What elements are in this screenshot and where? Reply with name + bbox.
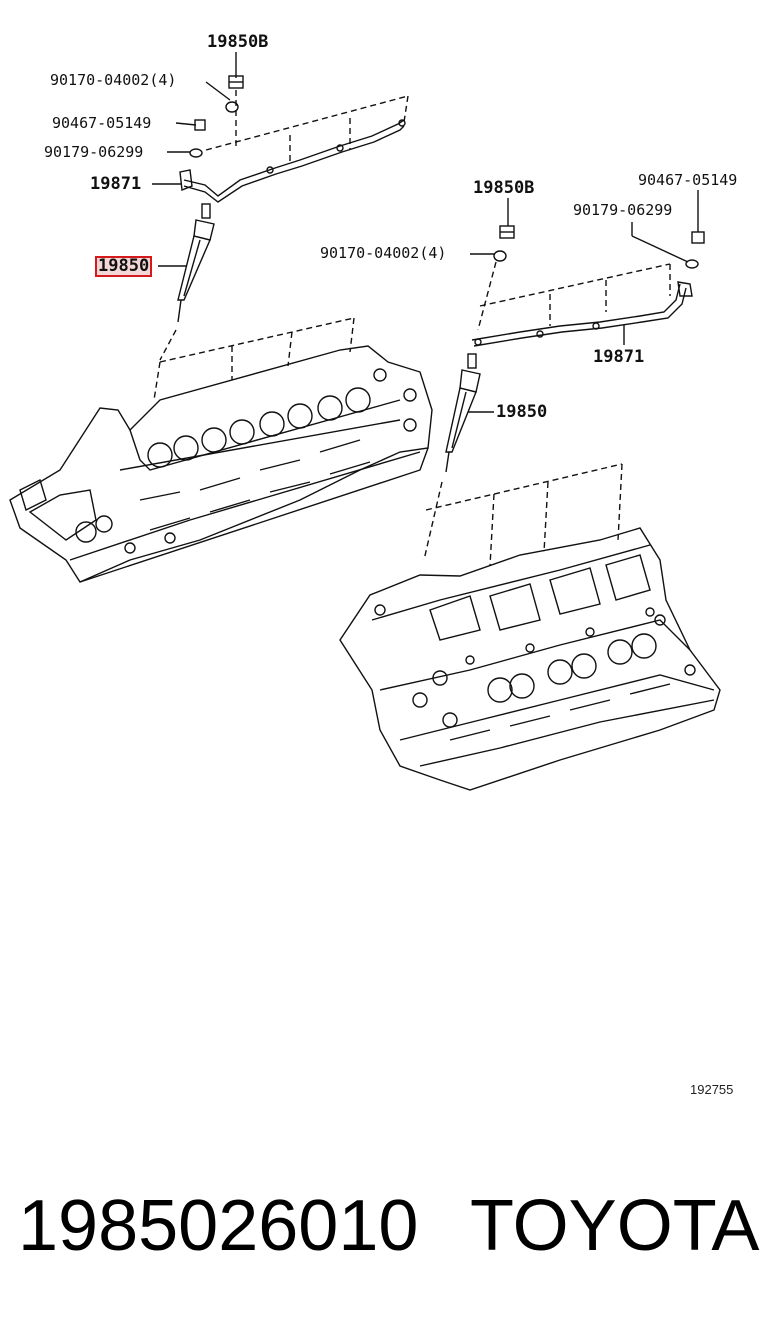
leader-line (175, 122, 197, 126)
leader-line (205, 81, 231, 101)
label-left-busbar[interactable]: 19871 (90, 174, 142, 194)
glow-plug-left-icon (177, 203, 215, 323)
part-number: 1985026010 (18, 1186, 419, 1266)
cylinder-head-left-icon (9, 345, 433, 583)
glow-plug-nut-icon (499, 225, 515, 239)
parts-diagram (9, 52, 721, 791)
label-left-screw[interactable]: 90467-05149 (52, 114, 152, 132)
footer: 1985026010 TOYOTA (0, 1185, 760, 1285)
glow-plug-nut-icon (228, 75, 244, 89)
glow-plug-right-icon (445, 353, 481, 473)
screw-icon (691, 231, 705, 244)
label-right-nut[interactable]: 19850B (473, 178, 535, 198)
label-left-washer[interactable]: 90170-04002(4) (50, 71, 177, 89)
brand-name: TOYOTA (470, 1186, 760, 1266)
clamp-icon (189, 148, 203, 158)
busbar-guide (205, 90, 409, 165)
diagram-reference-code: 192755 (690, 1082, 734, 1097)
label-right-clamp[interactable]: 90179-06299 (573, 201, 673, 219)
clamp-icon (685, 259, 699, 269)
label-right-busbar[interactable]: 19871 (593, 347, 645, 367)
label-left-clamp[interactable]: 90179-06299 (44, 143, 144, 161)
washer-icon (225, 101, 239, 113)
busbar-left (183, 119, 405, 197)
washer-icon (493, 250, 507, 262)
label-left-glowplug[interactable]: 19850 (95, 256, 153, 277)
screw-icon (194, 119, 206, 131)
label-right-screw[interactable]: 90467-05149 (638, 171, 738, 189)
label-right-glowplug[interactable]: 19850 (496, 402, 548, 422)
label-left-nut[interactable]: 19850B (207, 32, 269, 52)
label-right-washer[interactable]: 90170-04002(4) (320, 244, 447, 262)
cylinder-head-right-icon (339, 527, 721, 791)
busbar-right (471, 283, 681, 341)
